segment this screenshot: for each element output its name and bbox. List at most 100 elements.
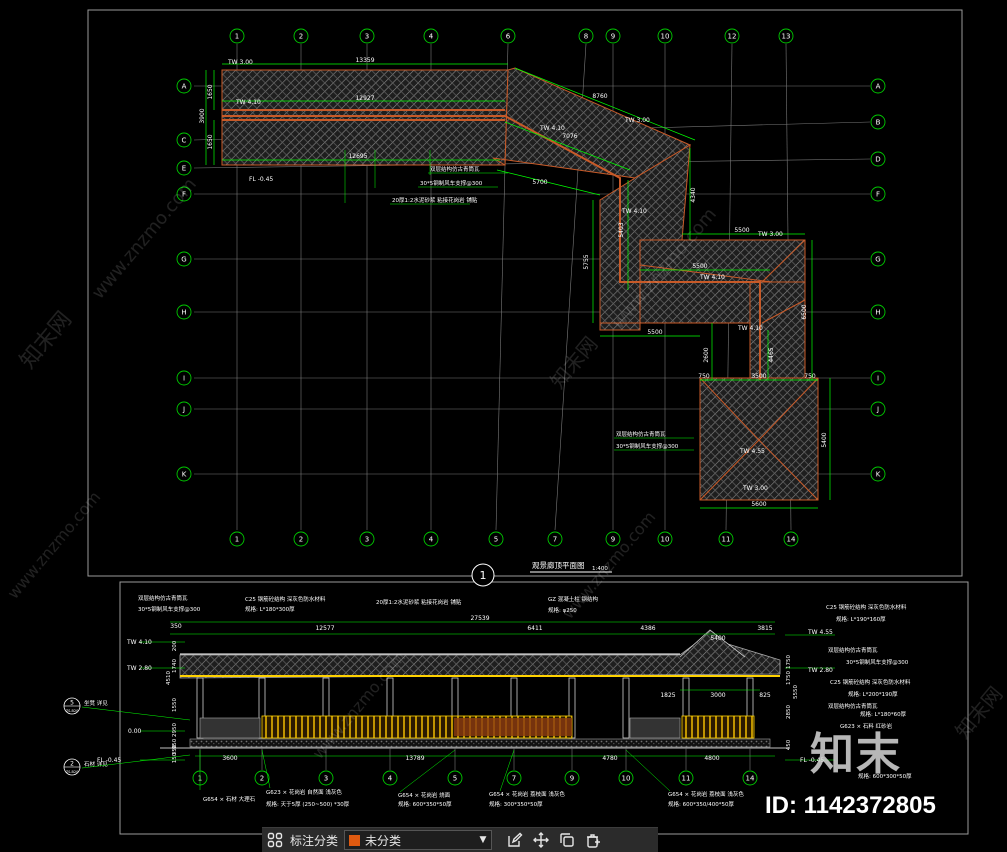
column-bubble-elev: [254, 770, 270, 786]
column-bubble-elev: [447, 770, 463, 786]
dimension-value: 5755: [583, 254, 590, 269]
row-bubble-right: [870, 151, 886, 167]
column-bubble-top: [293, 28, 309, 44]
dimension-value: 750: [698, 373, 710, 380]
material-note: 双层结构仿古青筒瓦: [430, 165, 480, 173]
dimension-value: 1650: [207, 84, 214, 99]
column-bubble-top: [778, 28, 794, 44]
row-bubble-left: [176, 466, 192, 482]
row-bubble-right-label: F: [876, 191, 880, 199]
dimension-value: 5500: [692, 263, 707, 270]
row-bubble-left-label: G: [181, 256, 186, 264]
elevation-mark: TW 4.10: [621, 208, 647, 215]
column-bubble-bottom: [229, 531, 245, 547]
dimension-value: 5600: [751, 501, 766, 508]
row-bubble-left: [176, 304, 192, 320]
hip-line: [761, 239, 806, 324]
elevation-bottom-note: G654 × 石材 大理石: [203, 795, 256, 803]
dimension-value: 5550: [793, 685, 799, 699]
dimension-value: 1750: [786, 655, 792, 669]
move-icon[interactable]: [528, 829, 554, 851]
row-bubble-left: [176, 401, 192, 417]
dimension-value: 12927: [355, 95, 374, 102]
elevation-mark: TW 3.00: [624, 117, 650, 124]
elevation-right-note: 规格: L*200*190厚: [848, 690, 898, 698]
category-color-swatch: [349, 834, 361, 846]
column-bubble-elev-label: 4: [388, 775, 393, 783]
elevation-right-note: G623 × 石料 红砂岩: [840, 722, 893, 730]
dimension-value: 1825: [660, 692, 675, 699]
column-bubble-elev: [318, 770, 334, 786]
row-bubble-right-label: I: [877, 375, 879, 383]
column-bubble-bottom: [783, 531, 799, 547]
grid-icon[interactable]: [262, 829, 288, 851]
dimension-value: 2850: [786, 705, 792, 719]
edit-icon[interactable]: [502, 829, 528, 851]
elevation-right-note: 30*5钢制风车支撑@300: [846, 658, 909, 666]
watermark-text: 知末网: [950, 682, 1007, 743]
row-bubble-left: [176, 251, 192, 267]
column-bubble-bottom-label: 11: [722, 536, 731, 544]
dimension-value: 4340: [690, 187, 697, 202]
elevation-right-note: 规格: L*180*60厚: [860, 710, 907, 718]
column-bubble-top: [423, 28, 439, 44]
elevation-mark: TW 3.00: [742, 485, 768, 492]
detail-marker-note: 坐凳 详见: [84, 699, 108, 707]
seat: [199, 717, 261, 739]
dimension-value: 4800: [704, 755, 719, 762]
annotation-category-label: 标注分类: [290, 833, 339, 848]
row-bubble-left-label: H: [181, 309, 186, 317]
row-bubble-right: [870, 186, 886, 202]
elevation-top-note: GZ 混凝土柱 钢结构: [548, 595, 599, 603]
copy-icon[interactable]: [554, 829, 580, 851]
category-select-value: 未分类: [365, 833, 402, 848]
leader-line: [81, 706, 191, 721]
elevation-top-note: 规格: φ250: [548, 606, 577, 614]
dimension-value: 2950: [172, 723, 178, 737]
row-bubble-left-label: C: [182, 137, 187, 145]
delete-icon[interactable]: [580, 829, 606, 851]
dimension-line: [504, 121, 631, 171]
dimension-value: 3900: [199, 108, 206, 123]
column-bubble-elev-label: 2: [260, 775, 264, 783]
brand-watermark: 知末: [810, 729, 902, 780]
annotation-toolbar: 标注分类 未分类 ▼: [262, 827, 658, 852]
elevation-right-note: 双层结构仿古青筒瓦: [828, 646, 878, 654]
dimension-value: 4386: [640, 625, 655, 632]
row-bubble-left: [176, 370, 192, 386]
row-bubble-right-label: D: [875, 156, 880, 164]
pavilion-roof: [679, 629, 746, 658]
elevation-column: [622, 677, 630, 739]
dimension-value: 7076: [562, 133, 577, 140]
watermark-text: 知末网: [545, 332, 602, 393]
dimension-value: 13359: [355, 57, 374, 64]
row-bubble-left-label: A: [182, 83, 187, 91]
elevation-mark: TW 4.10: [737, 325, 763, 332]
column-bubble-top: [359, 28, 375, 44]
column-bubble-bottom-label: 7: [553, 536, 557, 544]
leader-line: [625, 749, 671, 792]
dimension-value: 4510: [166, 671, 172, 685]
elevation-mark: TW 4.55: [739, 448, 765, 455]
dimension-value: 12577: [315, 625, 334, 632]
row-bubble-left-label: J: [182, 406, 185, 414]
dimension-value: 6500: [801, 304, 808, 319]
row-bubble-left-label: I: [183, 375, 185, 383]
elevation-bottom-note: 规格: 600*350/400*50厚: [668, 800, 734, 808]
dimension-value: 2600: [703, 347, 710, 362]
elevation-mark: FL -0.45: [249, 176, 273, 183]
column-bubble-bottom-label: 10: [661, 536, 670, 544]
row-bubble-left-label: F: [182, 191, 186, 199]
elevation-top-note: 规格: L*180*300厚: [245, 605, 295, 613]
dimension-value: 450: [786, 739, 792, 750]
elevation-right-note: C25 钢筋砼结构 深灰色防水材料: [830, 678, 911, 686]
row-bubble-left-label: K: [182, 471, 187, 479]
railing: [681, 715, 755, 739]
elevation-bottom-note: 规格: 300*350*50厚: [489, 800, 543, 808]
leader-line: [344, 150, 431, 203]
elevation-top-note: 20厚1:2水泥砂浆 粘接花岗岩 铺贴: [376, 598, 462, 606]
category-select[interactable]: 未分类 ▼: [344, 830, 493, 850]
